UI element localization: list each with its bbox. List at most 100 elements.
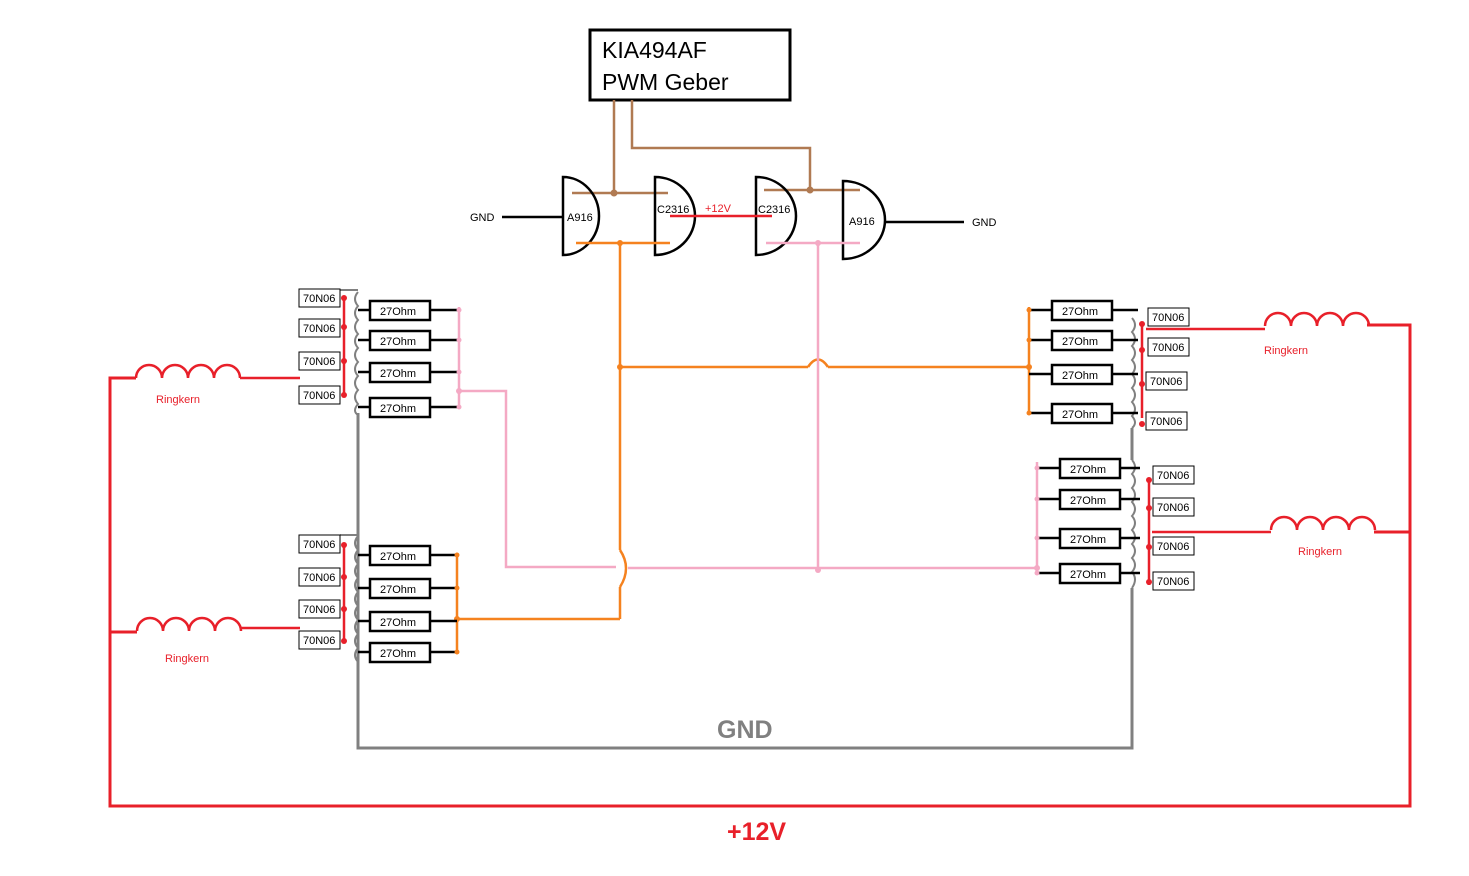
- gnd-label-right: GND: [972, 217, 997, 229]
- resistors: 27Ohm 27Ohm 27Ohm 27Ohm 27Ohm 27Ohm 27Oh…: [368, 299, 1122, 664]
- mosfet-bank-right-top: [1029, 308, 1145, 429]
- mosfet-l5: 70N06: [298, 534, 341, 554]
- svg-text:70N06: 70N06: [303, 323, 335, 335]
- svg-text:70N06: 70N06: [303, 390, 335, 402]
- transistor-label-a916-left: A916: [567, 212, 593, 224]
- gnd-bus-label: GND: [717, 716, 773, 744]
- svg-text:70N06: 70N06: [1150, 416, 1182, 428]
- svg-text:27Ohm: 27Ohm: [380, 617, 416, 629]
- mosfet-bank-right-bottom: [1037, 459, 1152, 589]
- svg-text:70N06: 70N06: [1152, 312, 1184, 324]
- mosfet-l8: 70N06: [298, 630, 341, 650]
- gnd-bus: [356, 413, 1134, 750]
- svg-text:27Ohm: 27Ohm: [380, 584, 416, 596]
- mosfet-bank-left-top: [340, 289, 459, 416]
- svg-text:27Ohm: 27Ohm: [1070, 569, 1106, 581]
- resistor-l8: 27Ohm: [368, 641, 432, 664]
- mosfet-l7: 70N06: [298, 599, 341, 619]
- resistor-r7: 27Ohm: [1058, 527, 1122, 550]
- mid-supply-label: +12V: [705, 203, 732, 215]
- svg-text:27Ohm: 27Ohm: [380, 551, 416, 563]
- mosfet-r6: 70N06: [1152, 497, 1195, 517]
- mosfet-r3: 70N06: [1145, 371, 1188, 391]
- resistor-l1: 27Ohm: [368, 299, 432, 322]
- mosfet-l4: 70N06: [298, 385, 341, 405]
- supply-rail: [108, 323, 1412, 808]
- resistor-l2: 27Ohm: [368, 329, 432, 352]
- transistor-label-c2316-right: C2316: [758, 204, 790, 216]
- transistor-label-c2316-left: C2316: [657, 204, 689, 216]
- svg-text:27Ohm: 27Ohm: [380, 648, 416, 660]
- svg-text:27Ohm: 27Ohm: [1062, 306, 1098, 318]
- coil-label-left-bottom: Ringkern: [165, 653, 209, 665]
- transistor-label-a916-right: A916: [849, 216, 875, 228]
- mosfet-r5: 70N06: [1152, 465, 1195, 485]
- svg-text:27Ohm: 27Ohm: [1070, 464, 1106, 476]
- resistor-l4: 27Ohm: [368, 396, 432, 419]
- svg-text:70N06: 70N06: [303, 293, 335, 305]
- mosfet-bank-left-bottom: [340, 534, 457, 663]
- resistor-l3: 27Ohm: [368, 361, 432, 384]
- controller-block: KIA494AF PWM Geber: [588, 28, 792, 102]
- svg-text:27Ohm: 27Ohm: [380, 336, 416, 348]
- mosfet-r4: 70N06: [1145, 411, 1188, 431]
- transistor-c2316-right: [754, 175, 798, 257]
- coil-label-left-top: Ringkern: [156, 394, 200, 406]
- coil-right-top: [1146, 311, 1371, 331]
- svg-text:27Ohm: 27Ohm: [380, 368, 416, 380]
- transistor-a916-right: [841, 179, 964, 261]
- svg-text:70N06: 70N06: [1157, 576, 1189, 588]
- svg-text:70N06: 70N06: [1157, 502, 1189, 514]
- mosfet-r7: 70N06: [1152, 536, 1195, 556]
- svg-text:70N06: 70N06: [1150, 376, 1182, 388]
- resistor-r6: 27Ohm: [1058, 488, 1122, 511]
- svg-text:27Ohm: 27Ohm: [1062, 336, 1098, 348]
- svg-text:27Ohm: 27Ohm: [1062, 370, 1098, 382]
- svg-text:70N06: 70N06: [303, 635, 335, 647]
- pink-drive-net: [457, 241, 1039, 575]
- svg-text:27Ohm: 27Ohm: [380, 306, 416, 318]
- controller-name: KIA494AF: [602, 37, 707, 63]
- svg-text:27Ohm: 27Ohm: [1062, 409, 1098, 421]
- resistor-r5: 27Ohm: [1058, 457, 1122, 480]
- mosfet-l2: 70N06: [298, 318, 341, 338]
- mosfet-r1: 70N06: [1147, 307, 1190, 327]
- mosfet-r2: 70N06: [1147, 337, 1190, 357]
- coil-label-right-bottom: Ringkern: [1298, 546, 1342, 558]
- svg-text:27Ohm: 27Ohm: [1070, 495, 1106, 507]
- mosfet-l6: 70N06: [298, 567, 341, 587]
- mosfet-l3: 70N06: [298, 351, 341, 371]
- supply-bus-label: +12V: [727, 818, 786, 846]
- coil-right-bottom: [1152, 515, 1377, 534]
- svg-text:70N06: 70N06: [303, 604, 335, 616]
- svg-text:70N06: 70N06: [1152, 342, 1184, 354]
- mosfet-r8: 70N06: [1152, 571, 1195, 591]
- coil-label-right-top: Ringkern: [1264, 345, 1308, 357]
- mosfet-labels: 70N06 70N06 70N06 70N06 70N06 70N06 70N0…: [298, 288, 1195, 650]
- svg-text:70N06: 70N06: [1157, 470, 1189, 482]
- resistor-r4: 27Ohm: [1050, 402, 1114, 425]
- resistor-r8: 27Ohm: [1058, 562, 1122, 585]
- svg-text:70N06: 70N06: [303, 572, 335, 584]
- resistor-l5: 27Ohm: [368, 544, 432, 567]
- resistor-r2: 27Ohm: [1050, 329, 1114, 352]
- svg-text:70N06: 70N06: [303, 539, 335, 551]
- controller-desc: PWM Geber: [602, 69, 729, 95]
- coil-left-bottom: [135, 616, 300, 632]
- resistor-r3: 27Ohm: [1050, 363, 1114, 386]
- svg-text:27Ohm: 27Ohm: [380, 403, 416, 415]
- resistor-r1: 27Ohm: [1050, 299, 1114, 322]
- gnd-label-left: GND: [470, 212, 495, 224]
- transistor-a916-left: [502, 175, 601, 257]
- resistor-l7: 27Ohm: [368, 610, 432, 633]
- pwm-lines: [572, 100, 860, 195]
- coil-left-top: [134, 363, 300, 380]
- mosfet-l1: 70N06: [298, 288, 341, 308]
- orange-drive-net: [455, 241, 1031, 652]
- svg-text:70N06: 70N06: [1157, 541, 1189, 553]
- svg-text:27Ohm: 27Ohm: [1070, 534, 1106, 546]
- transistor-c2316-left: [653, 175, 697, 257]
- svg-text:70N06: 70N06: [303, 356, 335, 368]
- resistor-l6: 27Ohm: [368, 577, 432, 600]
